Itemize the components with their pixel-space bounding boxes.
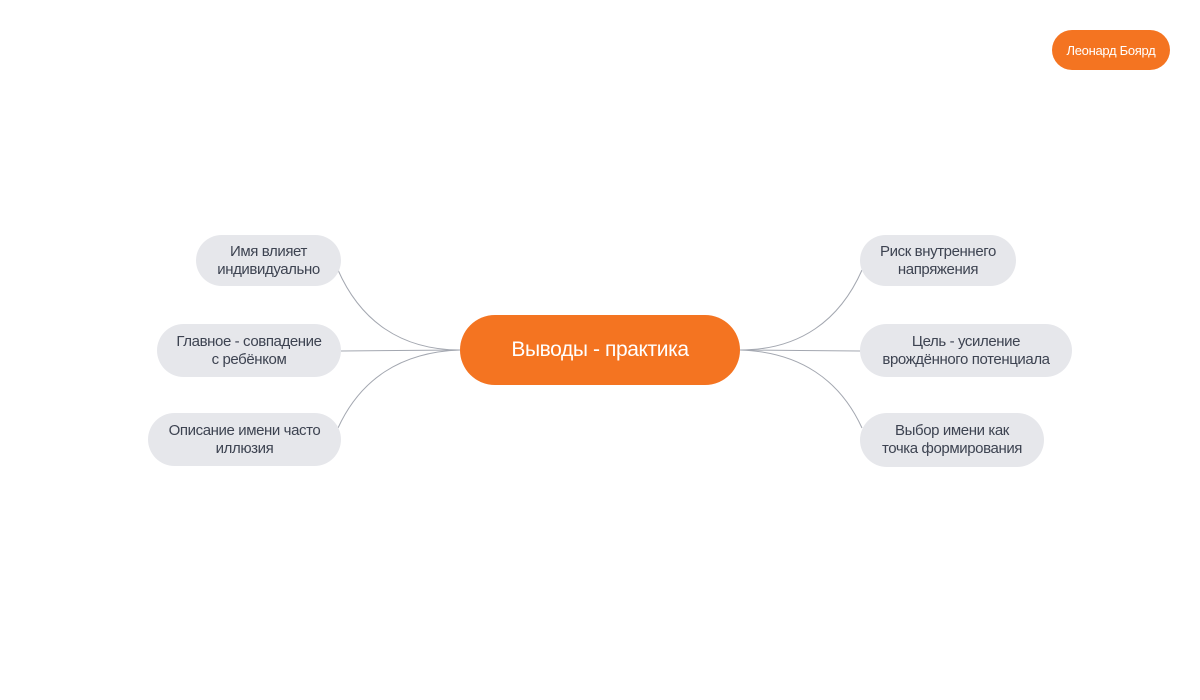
topic-goal-innate-potential[interactable]: Цель - усиление врождённого потенциала	[860, 324, 1072, 377]
topic-line: индивидуально	[217, 260, 320, 278]
topic-line: иллюзия	[215, 439, 274, 457]
topic-line: Цель - усиление	[911, 332, 1021, 350]
connector-right-2	[739, 349, 861, 352]
topic-name-influences-individually[interactable]: Имя влияет индивидуально	[196, 235, 341, 286]
topic-main-match-with-child[interactable]: Главное - совпадение с ребёнком	[157, 324, 341, 377]
topic-name-description-illusion[interactable]: Описание имени часто иллюзия	[148, 413, 341, 466]
connector-left-3	[337, 349, 461, 429]
central-topic[interactable]: Выводы - практика	[460, 315, 740, 385]
author-label[interactable]: Леонард Боярд	[1052, 30, 1170, 70]
topic-line: напряжения	[897, 260, 979, 278]
topic-line: с ребёнком	[211, 350, 287, 368]
topic-line: Имя влияет	[230, 242, 307, 260]
topic-line: Описание имени часто	[168, 421, 321, 439]
topic-line: Главное - совпадение	[176, 332, 322, 350]
connector-right-3	[739, 349, 863, 429]
topic-line: точка формирования	[881, 440, 1023, 457]
topic-name-choice-formation-point[interactable]: Выбор имени как точка формирования	[860, 413, 1044, 467]
connector-right-1	[739, 269, 863, 351]
topic-line: Риск внутреннего	[880, 242, 996, 260]
topic-inner-tension-risk[interactable]: Риск внутреннего напряжения	[860, 235, 1016, 286]
connector-left-1	[337, 269, 461, 351]
topic-line: врождённого потенциала	[882, 350, 1050, 368]
topic-line: Выбор имени как	[895, 422, 1009, 439]
connector-left-2	[340, 349, 461, 352]
